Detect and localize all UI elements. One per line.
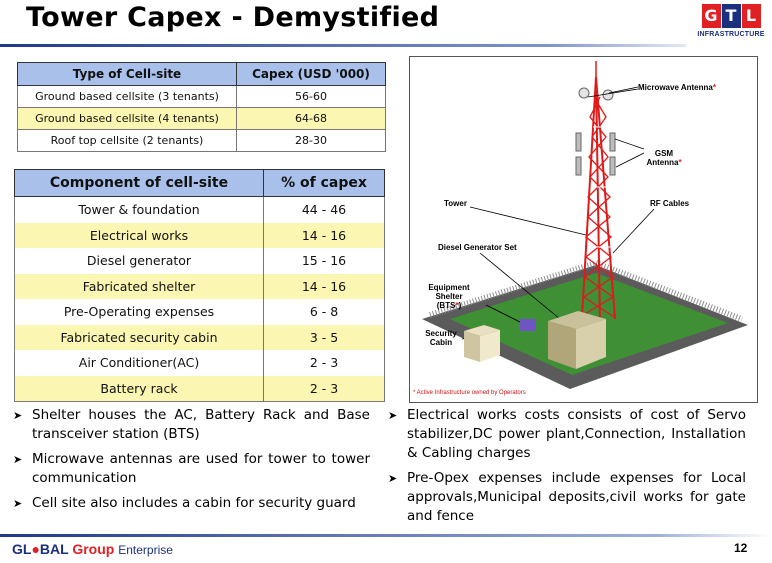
rf-cables-label: RF Cables [650,199,690,208]
microwave-antenna-label: Microwave Antenna* [638,83,716,92]
table-header-row: Component of cell-site % of capex [14,169,385,197]
global-group-logo: GL●BAL Group Enterprise [12,541,173,557]
table-cell: Electrical works [14,222,264,248]
cellsite-capex-table: Type of Cell-site Capex (USD '000) Groun… [17,62,386,152]
table-header-row: Type of Cell-site Capex (USD '000) [17,62,386,86]
diesel-generator [520,319,536,331]
arrow-bullet-icon: ➤ [388,472,398,485]
table-cell: Ground based cellsite (3 tenants) [17,85,237,108]
diesel-generator-label: Diesel Generator Set [438,243,517,252]
table-cell: Air Conditioner(AC) [14,350,264,376]
equipment-shelter-roof [548,311,606,329]
arrow-bullet-icon: ➤ [13,497,23,510]
column-header: Component of cell-site [14,169,264,197]
table-cell: Fabricated security cabin [14,324,264,350]
right-bullet-list: ➤Electrical works costs consists of cost… [388,406,746,532]
logo-letter-t: T [721,4,741,28]
list-item: ➤Microwave antennas are used for tower t… [13,451,370,486]
table-cell: Diesel generator [14,248,264,274]
table-cell: 64-68 [236,107,386,130]
logo-letter-g: G [701,4,721,28]
tower-white-bands [588,126,611,248]
gsm-antenna [575,156,582,176]
security-cabin-label: Security Cabin [425,329,457,347]
arrow-bullet-icon: ➤ [388,409,398,422]
list-item: ➤Shelter houses the AC, Battery Rack and… [13,407,370,442]
equipment-shelter-label: Equipment Shelter(BTS*) [428,283,470,310]
column-header: Type of Cell-site [17,62,237,86]
table-cell: 28-30 [236,129,386,152]
cell-site-drawing [422,61,748,389]
gtl-logo: G T L INFRASTRUCTURE [694,4,768,54]
table-row: Ground based cellsite (3 tenants) 56-60 [17,85,386,108]
table-cell: 44 - 46 [263,196,385,223]
table-row: Roof top cellsite (2 tenants) 28-30 [17,129,386,152]
security-cabin-roof [464,325,500,336]
table-cell: 2 - 3 [263,350,385,376]
figure-footnote: * Active Infrastructure owned by Operato… [413,390,526,396]
microwave-dish [578,87,590,99]
table-cell: Battery rack [14,375,264,402]
page-title: Tower Capex - Demystified [26,2,440,33]
footer-divider [0,534,772,537]
list-item: ➤Cell site also includes a cabin for sec… [13,495,356,511]
table-cell: Pre-Operating expenses [14,299,264,325]
table-cell: Tower & foundation [14,196,264,223]
gsm-antenna-label: GSM Antenna* [646,149,682,167]
gsm-antenna [609,156,616,176]
logo-subtitle: INFRASTRUCTURE [697,31,765,38]
table-cell: 15 - 16 [263,248,385,274]
list-item: ➤Electrical works costs consists of cost… [388,407,746,461]
left-bullet-list: ➤Shelter houses the AC, Battery Rack and… [13,406,370,519]
arrow-bullet-icon: ➤ [13,453,23,466]
logo-letter-l: L [741,4,761,28]
security-cabin-side [480,330,500,362]
table-cell: 2 - 3 [263,375,385,402]
table-cell: Roof top cellsite (2 tenants) [17,129,237,152]
list-item: ➤Pre-Opex expenses include expenses for … [388,470,746,524]
label-pointers [461,86,655,340]
equipment-shelter-front [548,321,576,369]
table-cell: 14 - 16 [263,273,385,299]
arrow-bullet-icon: ➤ [13,409,23,422]
title-divider [0,44,686,47]
table-cell: Ground based cellsite (4 tenants) [17,107,237,130]
cell-site-illustration: Microwave Antenna* GSM Antenna* Tower RF… [409,56,758,403]
table-row: Air Conditioner(AC)2 - 3 [14,350,385,376]
tower-bracing [582,96,615,318]
table-cell: 56-60 [236,85,386,108]
component-capex-table: Component of cell-site % of capex Tower … [14,169,385,402]
security-cabin-front [464,331,480,362]
table-row: Ground based cellsite (4 tenants) 64-68 [17,107,386,130]
gsm-antenna [609,132,616,152]
microwave-dish [602,89,614,101]
table-cell: 3 - 5 [263,324,385,350]
equipment-shelter-side [576,319,606,369]
table-cell: Fabricated shelter [14,273,264,299]
tower-label: Tower [444,199,467,208]
table-cell: 6 - 8 [263,299,385,325]
table-cell: 14 - 16 [263,222,385,248]
column-header: Capex (USD '000) [236,62,386,86]
page-number: 12 [734,541,748,555]
gsm-antenna [575,132,582,152]
column-header: % of capex [263,169,385,197]
perimeter-fence [429,259,744,322]
